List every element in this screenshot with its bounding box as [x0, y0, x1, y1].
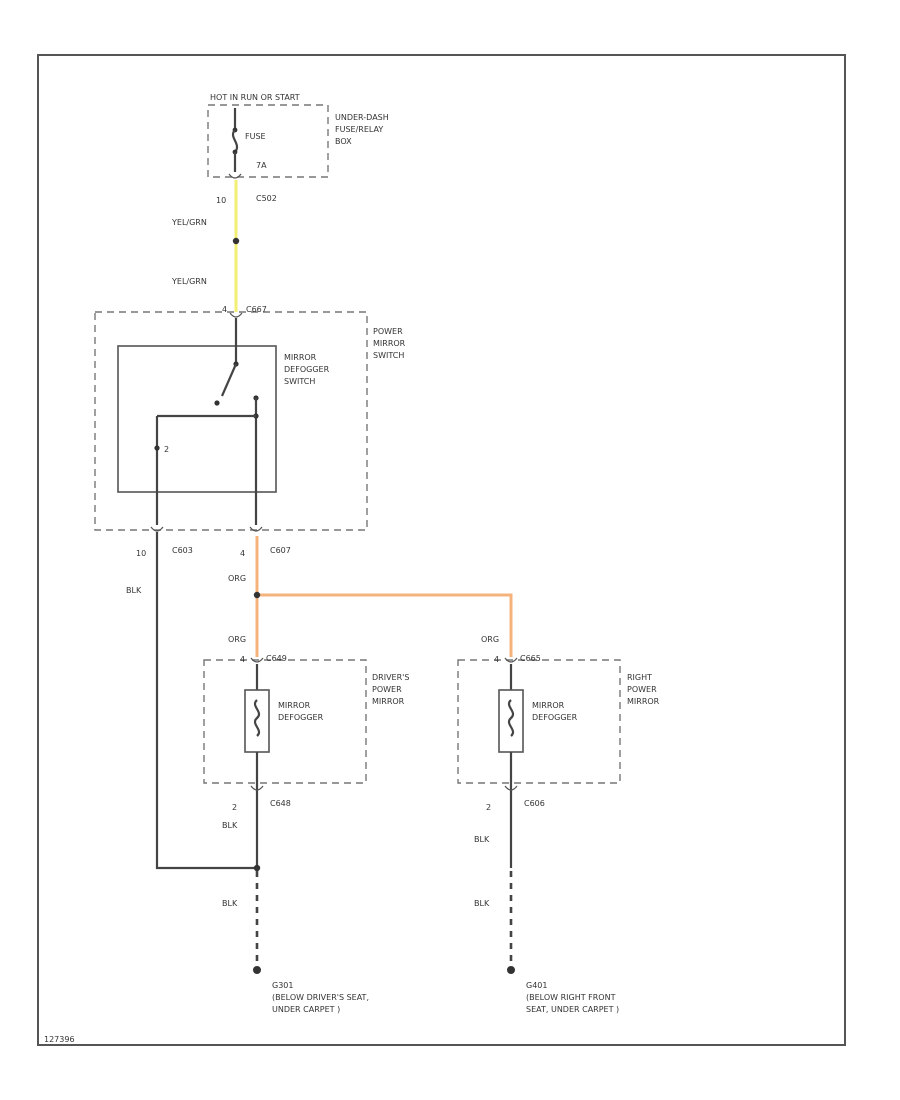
drivers-mirror-outline	[203, 659, 367, 784]
ground-g301-location-2: UNDER CARPET )	[272, 1005, 340, 1014]
wire-org-right	[257, 593, 513, 657]
ground-g301-location-1: (BELOW DRIVER'S SEAT,	[272, 993, 369, 1002]
mirror-defogger-switch-box	[117, 345, 277, 493]
diagram-frame	[37, 54, 846, 1046]
fuse-number: 7A	[256, 161, 267, 170]
pin-2-drivers-bottom: 2	[232, 803, 237, 812]
connector-c648-symbol	[250, 785, 264, 791]
power-mirror-switch-label-2: MIRROR	[373, 339, 406, 348]
fuse-box-label-1: UNDER-DASH	[335, 113, 389, 122]
connector-c667: C667	[246, 305, 267, 314]
wire-label-org-right: ORG	[481, 635, 499, 644]
right-mirror-label-3: MIRROR	[627, 697, 660, 706]
drivers-mirror-label-3: MIRROR	[372, 697, 405, 706]
connector-c502-symbol	[228, 173, 242, 179]
fuse-label: FUSE	[245, 132, 266, 141]
connector-c665: C665	[520, 654, 541, 663]
connector-c606-symbol	[504, 785, 518, 791]
wire-label-blk-switch: BLK	[126, 586, 142, 595]
right-mirror-outline	[457, 659, 621, 784]
fuse-symbol	[231, 108, 239, 172]
connector-c603-symbol	[150, 526, 164, 532]
fuse-box-outline	[207, 104, 329, 178]
connector-c649: C649	[266, 654, 287, 663]
connector-c603: C603	[172, 546, 193, 555]
connector-c648: C648	[270, 799, 291, 808]
right-mirror-label-2: POWER	[627, 685, 657, 694]
connector-c607: C607	[270, 546, 291, 555]
ground-g401-location-2: SEAT, UNDER CARPET )	[526, 1005, 619, 1014]
pin-4-drivers-top: 4	[240, 655, 245, 664]
inner-pin-2: 2	[164, 445, 169, 454]
right-defogger-element	[498, 664, 524, 796]
pin-4-switch-top: 4	[222, 305, 227, 314]
fuse-box-label-2: FUSE/RELAY	[335, 125, 383, 134]
wire-blk-switch	[155, 532, 256, 870]
mirror-defogger-switch-label-2: DEFOGGER	[284, 365, 330, 374]
splice-blk-left	[253, 864, 261, 872]
ground-g301-id: G301	[272, 981, 293, 990]
ground-g301-symbol	[253, 966, 261, 974]
wire-label-blk-right-1: BLK	[474, 835, 490, 844]
figure-code: 127396	[44, 1035, 75, 1044]
pin-4-right-top: 4	[494, 655, 499, 664]
wire-label-blk-left-1: BLK	[222, 821, 238, 830]
drivers-defogger-label-1: MIRROR	[278, 701, 311, 710]
pin-10-switch-bottom: 10	[136, 549, 146, 558]
right-mirror-label-1: RIGHT	[627, 673, 652, 682]
wire-label-org-main: ORG	[228, 574, 246, 583]
power-mirror-switch-outline	[94, 311, 368, 531]
splice-org	[253, 591, 261, 599]
ground-g401-symbol	[507, 966, 515, 974]
splice-yel-grn	[232, 237, 240, 245]
drivers-mirror-label-1: DRIVER'S	[372, 673, 409, 682]
drivers-defogger-label-2: DEFOGGER	[278, 713, 324, 722]
defogger-switch-contacts	[154, 318, 259, 525]
right-defogger-label-1: MIRROR	[532, 701, 565, 710]
wire-label-yel-grn-1: YEL/GRN	[171, 218, 207, 227]
connector-c606: C606	[524, 799, 545, 808]
mirror-defogger-switch-label-3: SWITCH	[284, 377, 315, 386]
power-mirror-switch-label-3: SWITCH	[373, 351, 404, 360]
connector-c665-symbol	[504, 657, 518, 663]
wire-label-yel-grn-2: YEL/GRN	[171, 277, 207, 286]
pin-10-fuse: 10	[216, 196, 226, 205]
drivers-defogger-element	[244, 664, 270, 796]
fuse-box-label-3: BOX	[335, 137, 352, 146]
connector-c607-symbol	[249, 526, 263, 532]
pin-2-right-bottom: 2	[486, 803, 491, 812]
wire-label-org-left: ORG	[228, 635, 246, 644]
ground-g401-id: G401	[526, 981, 547, 990]
ground-g401-location-1: (BELOW RIGHT FRONT	[526, 993, 616, 1002]
mirror-defogger-switch-label-1: MIRROR	[284, 353, 317, 362]
connector-c649-symbol	[250, 657, 264, 663]
connector-c502: C502	[256, 194, 277, 203]
wire-label-blk-left-2: BLK	[222, 899, 238, 908]
right-defogger-label-2: DEFOGGER	[532, 713, 578, 722]
power-mirror-switch-label-1: POWER	[373, 327, 403, 336]
connector-c667-symbol	[229, 312, 243, 318]
power-source-label: HOT IN RUN OR START	[210, 93, 300, 102]
pin-4-switch-bottom: 4	[240, 549, 245, 558]
drivers-mirror-label-2: POWER	[372, 685, 402, 694]
wire-label-blk-right-2: BLK	[474, 899, 490, 908]
